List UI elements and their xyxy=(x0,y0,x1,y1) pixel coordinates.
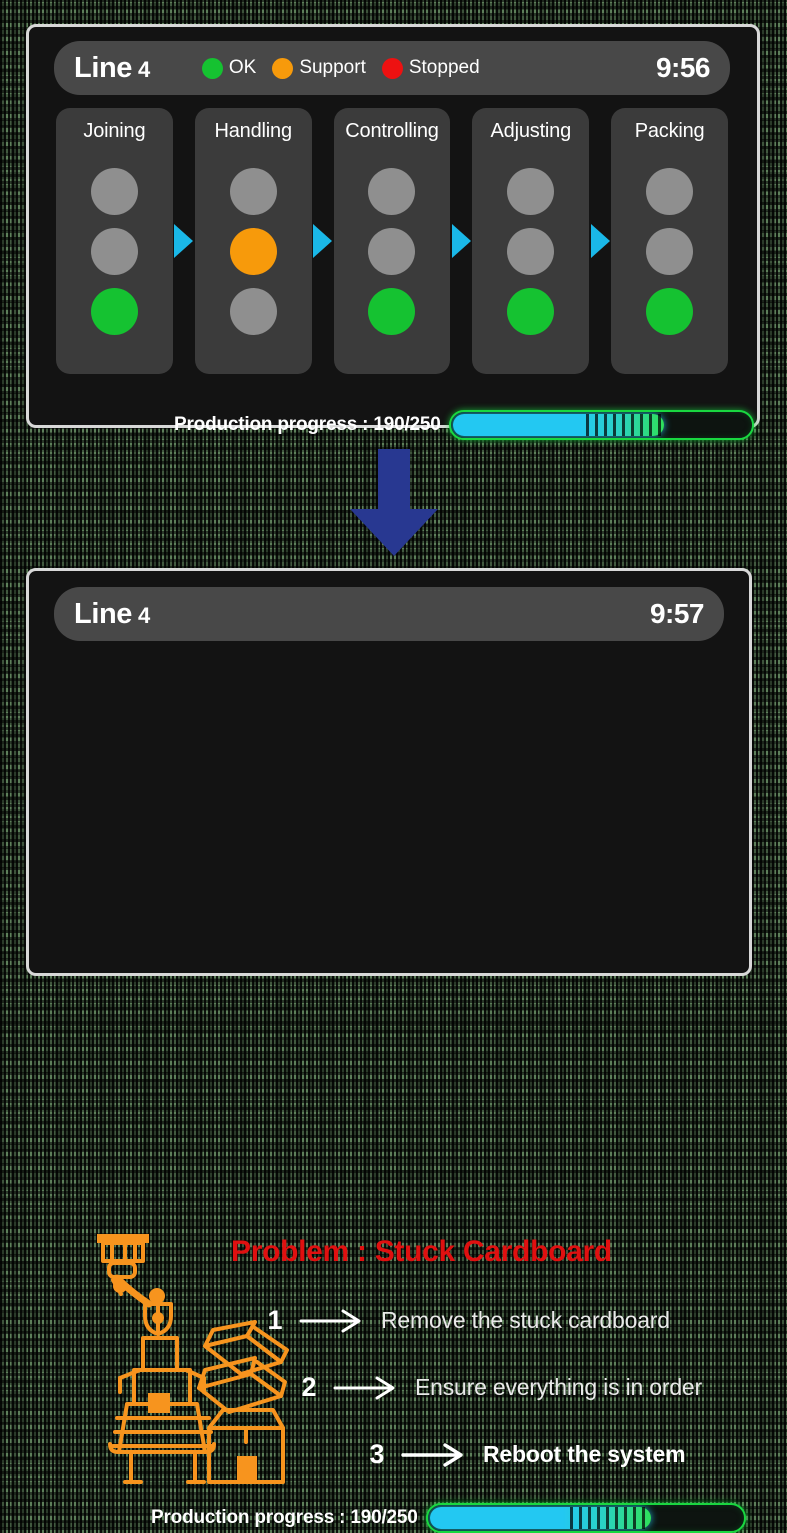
line-title-text: Line xyxy=(74,597,133,630)
line-title-text: Line xyxy=(74,51,133,84)
station-card-packing[interactable]: Packing xyxy=(611,108,728,374)
production-progress-label: Production progress : 190/250 xyxy=(151,1507,418,1528)
status-dot-stopped-icon xyxy=(381,57,403,79)
problem-header-bar: Line 4 9:57 xyxy=(54,587,724,641)
step-number: 2 xyxy=(301,1372,317,1402)
flow-connector-4 xyxy=(589,224,611,258)
right-arrow-icon xyxy=(401,1442,463,1467)
light-bottom xyxy=(646,288,694,335)
station-lights-handling xyxy=(229,143,277,374)
light-bottom xyxy=(507,288,555,335)
right-triangle-icon xyxy=(451,224,471,258)
clock-overview: 9:56 xyxy=(655,52,711,83)
legend-item-support: Support xyxy=(272,57,366,79)
light-middle xyxy=(507,228,555,275)
light-top xyxy=(646,168,694,215)
station-lights-joining xyxy=(90,143,138,374)
light-top xyxy=(507,168,555,215)
light-bottom xyxy=(90,288,138,335)
flow-connector-1 xyxy=(173,224,195,258)
station-lights-controlling xyxy=(368,143,416,374)
clock-problem: 9:57 xyxy=(649,598,705,629)
instruction-step: 3 Reboot the system xyxy=(265,1421,765,1488)
light-top xyxy=(229,168,277,215)
line-title: Line 4 xyxy=(74,598,150,631)
production-progress-segments xyxy=(586,414,662,436)
step-text: Remove the stuck cardboard xyxy=(381,1307,670,1333)
station-card-joining[interactable]: Joining xyxy=(56,108,173,374)
light-middle xyxy=(368,228,416,275)
flow-connector-3 xyxy=(450,224,472,258)
status-dot-ok-icon xyxy=(201,57,223,79)
station-name-joining: Joining xyxy=(83,120,146,142)
step-number: 3 xyxy=(369,1439,385,1469)
station-name-adjusting: Adjusting xyxy=(490,120,572,142)
step-number: 1 xyxy=(267,1305,283,1335)
station-card-adjusting[interactable]: Adjusting xyxy=(472,108,590,374)
right-arrow-icon xyxy=(333,1376,395,1399)
station-name-packing: Packing xyxy=(634,120,705,142)
right-arrow-icon xyxy=(299,1309,361,1332)
legend-label-stopped: Stopped xyxy=(408,57,480,78)
line-title: Line 4 xyxy=(74,52,150,85)
production-progress-bar xyxy=(425,1503,746,1533)
problem-alert-panel: Line 4 9:57 xyxy=(26,568,752,1533)
light-top xyxy=(90,168,138,215)
light-bottom xyxy=(229,288,277,335)
station-name-handling: Handling xyxy=(214,120,293,142)
station-card-controlling[interactable]: Controlling xyxy=(333,108,451,374)
production-progress-bar xyxy=(448,410,754,440)
light-bottom xyxy=(368,288,416,335)
light-top xyxy=(368,168,416,215)
instruction-steps: 1 Remove the stuck cardboard 2 Ensure ev… xyxy=(265,1287,765,1488)
light-middle xyxy=(90,228,138,275)
step-text: Reboot the system xyxy=(483,1441,686,1467)
station-lights-packing xyxy=(646,143,694,374)
overview-header-bar: Line 4 OK Support Stopped 9:56 xyxy=(54,41,730,95)
station-row: Joining Handling Controlling xyxy=(56,108,728,374)
legend-item-ok: OK xyxy=(201,57,257,79)
flow-connector-2 xyxy=(312,224,334,258)
status-legend: OK Support Stopped xyxy=(201,57,480,79)
right-triangle-icon xyxy=(313,224,333,258)
station-lights-adjusting xyxy=(507,143,555,374)
legend-label-support: Support xyxy=(299,57,366,78)
instruction-step: 1 Remove the stuck cardboard xyxy=(265,1287,765,1354)
production-progress-overview: Production progress : 190/250 xyxy=(174,410,754,440)
line-number: 4 xyxy=(138,56,150,82)
status-dot-support-icon xyxy=(272,57,294,79)
production-progress-segments xyxy=(569,1507,650,1529)
line-overview-panel: Line 4 OK Support Stopped 9:56 Joining xyxy=(26,24,760,440)
station-card-handling[interactable]: Handling xyxy=(194,108,312,374)
light-middle xyxy=(646,228,694,275)
step-text: Ensure everything is in order xyxy=(415,1374,702,1400)
right-triangle-icon xyxy=(590,224,610,258)
line-number: 4 xyxy=(138,602,150,628)
legend-item-stopped: Stopped xyxy=(381,57,480,79)
station-name-controlling: Controlling xyxy=(345,120,439,142)
down-arrow-icon xyxy=(350,449,438,556)
right-triangle-icon xyxy=(174,224,194,258)
light-middle xyxy=(229,228,277,275)
legend-label-ok: OK xyxy=(228,57,257,78)
instruction-step: 2 Ensure everything is in order xyxy=(265,1354,765,1421)
problem-title: Problem : Stuck Cardboard xyxy=(231,1235,612,1268)
production-progress-problem: Production progress : 190/250 xyxy=(151,1503,746,1533)
production-progress-label: Production progress : 190/250 xyxy=(174,414,441,435)
